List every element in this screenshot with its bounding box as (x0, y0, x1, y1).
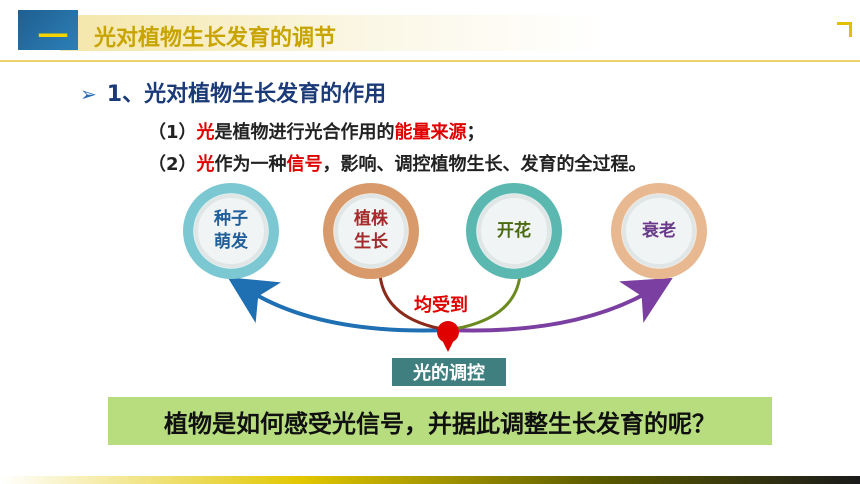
statement-1-red-light: 光 (196, 122, 215, 143)
arrow-to-germination (227, 277, 449, 333)
statement-2-mid: 作为一种 (214, 154, 287, 175)
header-divider (0, 60, 860, 62)
statement-2-prefix: （2） (148, 154, 197, 175)
stage-senescence-label: 衰老 (622, 194, 696, 268)
light-source-dot (437, 321, 459, 343)
arrow-to-senescence (447, 277, 673, 333)
statement-1-prefix: （1） (148, 122, 197, 143)
section-number-badge: 一 (18, 10, 78, 55)
light-control-label: 光的调控 (392, 358, 506, 386)
stage-germination: 种子 萌发 (183, 183, 279, 279)
stage-flowering: 开花 (466, 183, 562, 279)
statement-1-red-term: 能量来源 (394, 122, 467, 143)
stage-label: 衰老 (642, 220, 676, 241)
stage-label: 开花 (497, 220, 531, 241)
title-bar: 光对植物生长发育的调节 (60, 15, 840, 51)
stage-label: 植株 生长 (354, 209, 388, 252)
stage-growth: 植株 生长 (323, 183, 419, 279)
arrow-to-flowering (447, 274, 522, 332)
statement-2-red-term: 信号 (286, 154, 323, 175)
statement-2-suffix: ，影响、调控植物生长、发育的全过程。 (322, 154, 647, 175)
statement-1-suffix: ； (466, 122, 485, 143)
slide-header: 光对植物生长发育的调节 一 (0, 0, 860, 66)
statement-2: （2）光作为一种信号，影响、调控植物生长、发育的全过程。 (148, 150, 647, 176)
statement-1-mid: 是植物进行光合作用的 (214, 122, 395, 143)
stage-label: 种子 萌发 (214, 209, 248, 252)
arrow-to-growth (378, 274, 449, 332)
footer-bar (0, 476, 860, 484)
stage-germination-label: 种子 萌发 (194, 194, 268, 268)
section-number: 一 (38, 20, 68, 55)
light-source-tail (441, 338, 455, 352)
statement-2-red-light: 光 (196, 154, 215, 175)
arrow-bullet-icon: ➢ (80, 82, 97, 106)
corner-bracket-icon (837, 22, 852, 37)
stage-flowering-label: 开花 (477, 194, 551, 268)
stage-growth-label: 植株 生长 (334, 194, 408, 268)
subheading: ➢ 1、光对植物生长发育的作用 (80, 76, 386, 108)
stage-senescence: 衰老 (611, 183, 707, 279)
subheading-text: 1、光对植物生长发育的作用 (106, 82, 387, 107)
statement-1: （1）光是植物进行光合作用的能量来源； (148, 118, 485, 144)
page-title: 光对植物生长发育的调节 (94, 26, 337, 51)
question-banner: 植物是如何感受光信号，并据此调整生长发育的呢？ (108, 397, 772, 445)
receive-label: 均受到 (414, 295, 468, 316)
